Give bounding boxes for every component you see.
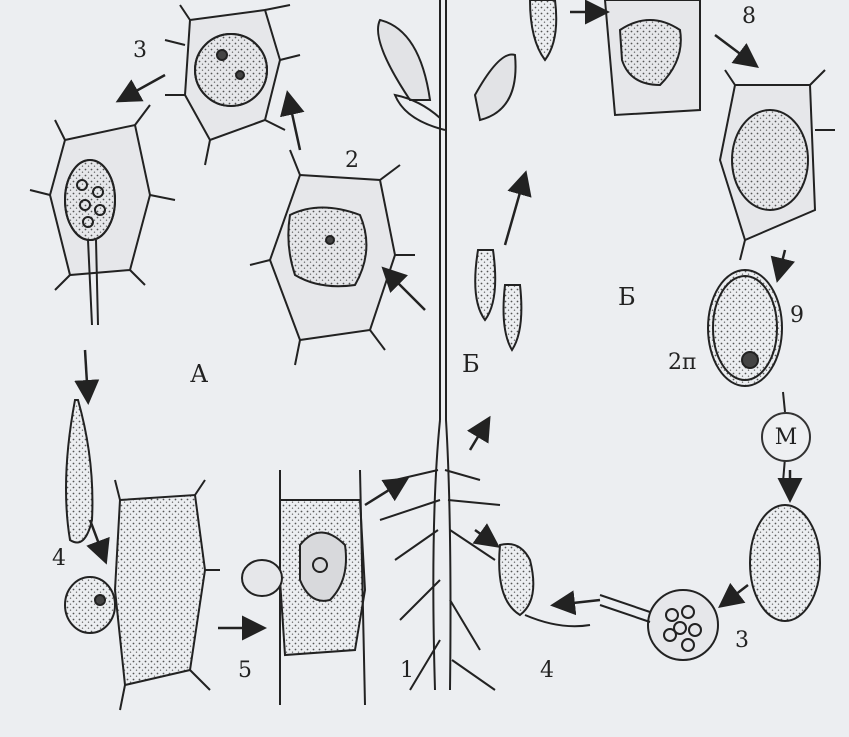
label-A: А	[190, 362, 208, 386]
host-cell-stage-5	[242, 470, 365, 705]
label-M: М	[775, 425, 798, 450]
label-2p: 2п	[668, 352, 697, 374]
host-cell-stage-3	[165, 5, 300, 165]
sporangium-right	[600, 590, 718, 660]
label-3-right: 3	[735, 630, 749, 652]
label-3-left: 3	[133, 40, 147, 62]
meiosis-circle: М	[761, 412, 811, 462]
label-9: 9	[790, 305, 804, 327]
label-B-center: Б	[462, 352, 480, 376]
resting-spore-meiosis	[750, 505, 820, 621]
zoospore-left	[66, 400, 92, 543]
label-B-right: Б	[618, 285, 636, 309]
zoospores-center	[475, 0, 556, 350]
label-4-left: 4	[52, 548, 66, 570]
resting-spore-9	[708, 270, 782, 386]
label-8: 8	[742, 6, 756, 28]
label-5: 5	[238, 660, 252, 682]
zoospore-right	[499, 544, 590, 626]
host-cell-stage-8b	[720, 70, 835, 260]
host-cell-stage-2	[250, 150, 415, 365]
host-cell-sporangium	[30, 105, 175, 325]
label-2: 2	[345, 150, 359, 172]
label-1: 1	[400, 660, 414, 682]
host-cell-stage-8	[605, 0, 700, 115]
host-plant	[378, 0, 516, 690]
label-4-right: 4	[540, 660, 554, 682]
